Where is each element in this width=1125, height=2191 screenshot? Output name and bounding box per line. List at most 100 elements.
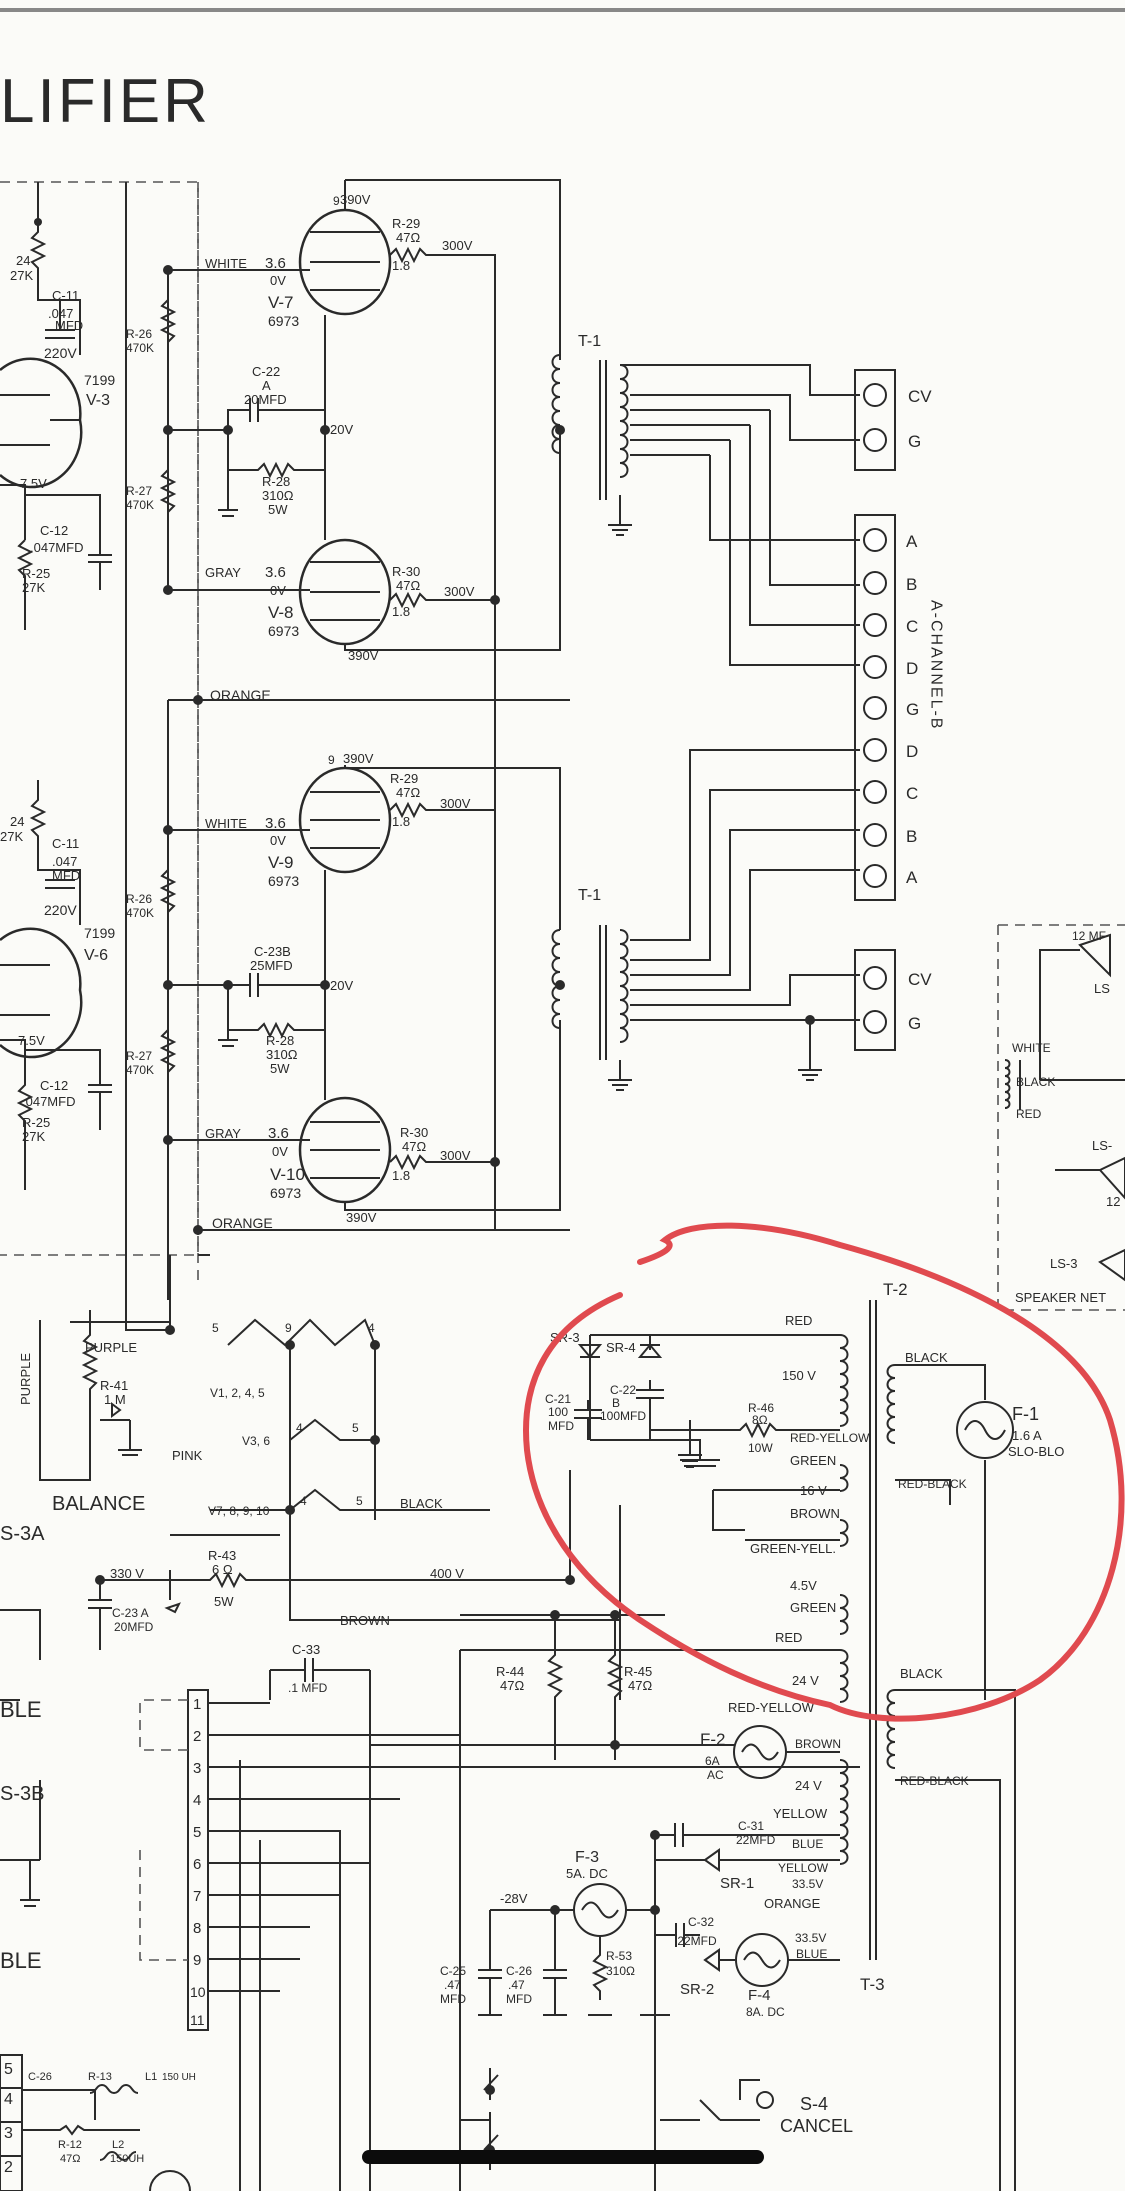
c26-value: .47 (508, 1978, 525, 1992)
v3-type: 7199 (84, 372, 115, 388)
t3-yellow-2: YELLOW (778, 1861, 829, 1875)
r53-label: R-53 (606, 1949, 632, 1963)
v9-pin: 1.8 (392, 814, 410, 829)
c23b-label: C-23B (254, 944, 291, 959)
junction-screen-b (490, 1157, 500, 1167)
c11a-label: C-11 (52, 288, 79, 303)
orange-bus (198, 699, 570, 1231)
c31-value: 22MFD (736, 1833, 776, 1847)
r26b-value: 470K (126, 906, 154, 920)
junction-t1-bottom (555, 980, 565, 990)
junction-grid-v9 (163, 825, 173, 835)
junction-r24a (34, 218, 42, 226)
t2-4-5v: 4.5V (790, 1578, 817, 1593)
resistor-r46 (650, 1421, 840, 1439)
left-edge-lower: BLE S-3B BLE (0, 1609, 191, 2191)
v8-screen-volt: 300V (444, 584, 475, 599)
junction-r44 (550, 1610, 560, 1620)
terminal-bottom-g-label: G (908, 1014, 921, 1033)
t2-150v: 150 V (782, 1368, 816, 1383)
home-indicator[interactable] (362, 2150, 764, 2164)
r46-label: R-46 (748, 1401, 774, 1415)
rectifiers-sr3-sr4 (577, 1343, 663, 1359)
terminal-c2 (863, 780, 887, 804)
strip-vertical-leads (239, 1760, 341, 2191)
wire-orange-2: ORANGE (212, 1215, 273, 1231)
junction-grid-v10 (163, 1135, 173, 1145)
v9-type: 6973 (268, 873, 299, 889)
sr2-label: SR-2 (680, 1981, 714, 1998)
strip-leads (208, 1702, 860, 1992)
common-ground (798, 1020, 822, 1081)
strip-5: 5 (193, 1824, 201, 1841)
r24b-label: 24 (10, 814, 24, 829)
fuse-f2-element (741, 1743, 779, 1761)
r27a-label: R-27 (126, 484, 152, 498)
strip-8: 8 (193, 1920, 201, 1937)
left-ble-2: BLE (0, 1948, 42, 1973)
t1-top-tap-leads (709, 410, 860, 666)
v7-name: V-7 (268, 293, 294, 312)
v7-plate-lead (344, 179, 561, 360)
tube-v8-elements (300, 430, 380, 621)
junction-cathode-a (320, 425, 330, 435)
v8-pin: 1.8 (392, 604, 410, 619)
c12a-value: .047MFD (30, 540, 83, 555)
v8-plate-volt: 390V (348, 648, 379, 663)
speaker-ls1 (1039, 933, 1125, 1081)
r28b-label: R-28 (266, 1033, 294, 1048)
t3-yellow: YELLOW (773, 1806, 828, 1821)
channel-terminals (863, 528, 887, 888)
v10-cathode: 0V (272, 1144, 288, 1159)
left-switch-leads (0, 1609, 41, 1907)
c21-label: C-21 (545, 1392, 571, 1406)
left-s3b: S-3B (0, 1783, 44, 1805)
t3-33-5v-a: 33.5V (792, 1877, 823, 1891)
v9-cathode: 0V (270, 833, 286, 848)
speaker-12-label: 12 (1106, 1194, 1120, 1209)
terminal-b1 (863, 571, 887, 595)
transformer-t1-top: T-1 (551, 333, 860, 666)
side-row-4: 4 (4, 2091, 13, 2108)
v6-voltage: 220V (44, 902, 77, 918)
heater-group-1: V1, 2, 4, 5 (210, 1386, 265, 1400)
fuse-f1 (956, 1401, 1014, 1459)
strip-7: 7 (193, 1888, 201, 1905)
t1-core-bottom (599, 925, 607, 1060)
supply-330v: 330 V (110, 1566, 144, 1581)
heater-node-4b: 4 (296, 1421, 303, 1435)
heater-node-5c: 5 (356, 1494, 363, 1508)
left-filter-network (0, 2083, 140, 2162)
resistor-r26b (159, 830, 177, 985)
terminal-top-cv (863, 383, 887, 407)
v8-cathode: 0V (270, 583, 286, 598)
wire-pink: PINK (172, 1448, 203, 1463)
c32-value: .22MFD (674, 1934, 717, 1948)
junction-grid-top (163, 265, 173, 275)
tube-v10-elements (300, 985, 380, 1179)
terminal-a2-label: A (906, 868, 918, 887)
heater-group-2: V3, 6 (242, 1434, 270, 1448)
strip-4: 4 (193, 1792, 201, 1809)
speaker-white-label: WHITE (1012, 1041, 1051, 1055)
t3-red-yellow: RED-YELLOW (728, 1700, 815, 1715)
side-row-3: 3 (4, 2125, 13, 2142)
r44-label: R-44 (496, 1664, 524, 1679)
t3-brown: BROWN (795, 1737, 841, 1751)
side-r12-value: 47Ω (60, 2153, 80, 2165)
strip-dashed-leads (139, 1699, 188, 1961)
tube-v6 (0, 927, 83, 1059)
v3-name: V-3 (86, 392, 110, 409)
v7-grid-wire: WHITE (205, 256, 247, 271)
t3-label: T-3 (860, 1975, 885, 1994)
terminal-top-cv-label: CV (908, 387, 932, 406)
t3-black: BLACK (900, 1666, 943, 1681)
t3-primary-leads (895, 1689, 1016, 2191)
v6-type: 7199 (84, 925, 115, 941)
capacitor-c23b (168, 973, 325, 997)
c23a-label: C-23 A (112, 1606, 149, 1620)
lower-supply: RED 24 V RED-YELLOW BROWN F-2 6A AC 24 V… (370, 1630, 1016, 2191)
terminal-d1-label: D (906, 659, 918, 678)
junction-mid-top (163, 425, 173, 435)
